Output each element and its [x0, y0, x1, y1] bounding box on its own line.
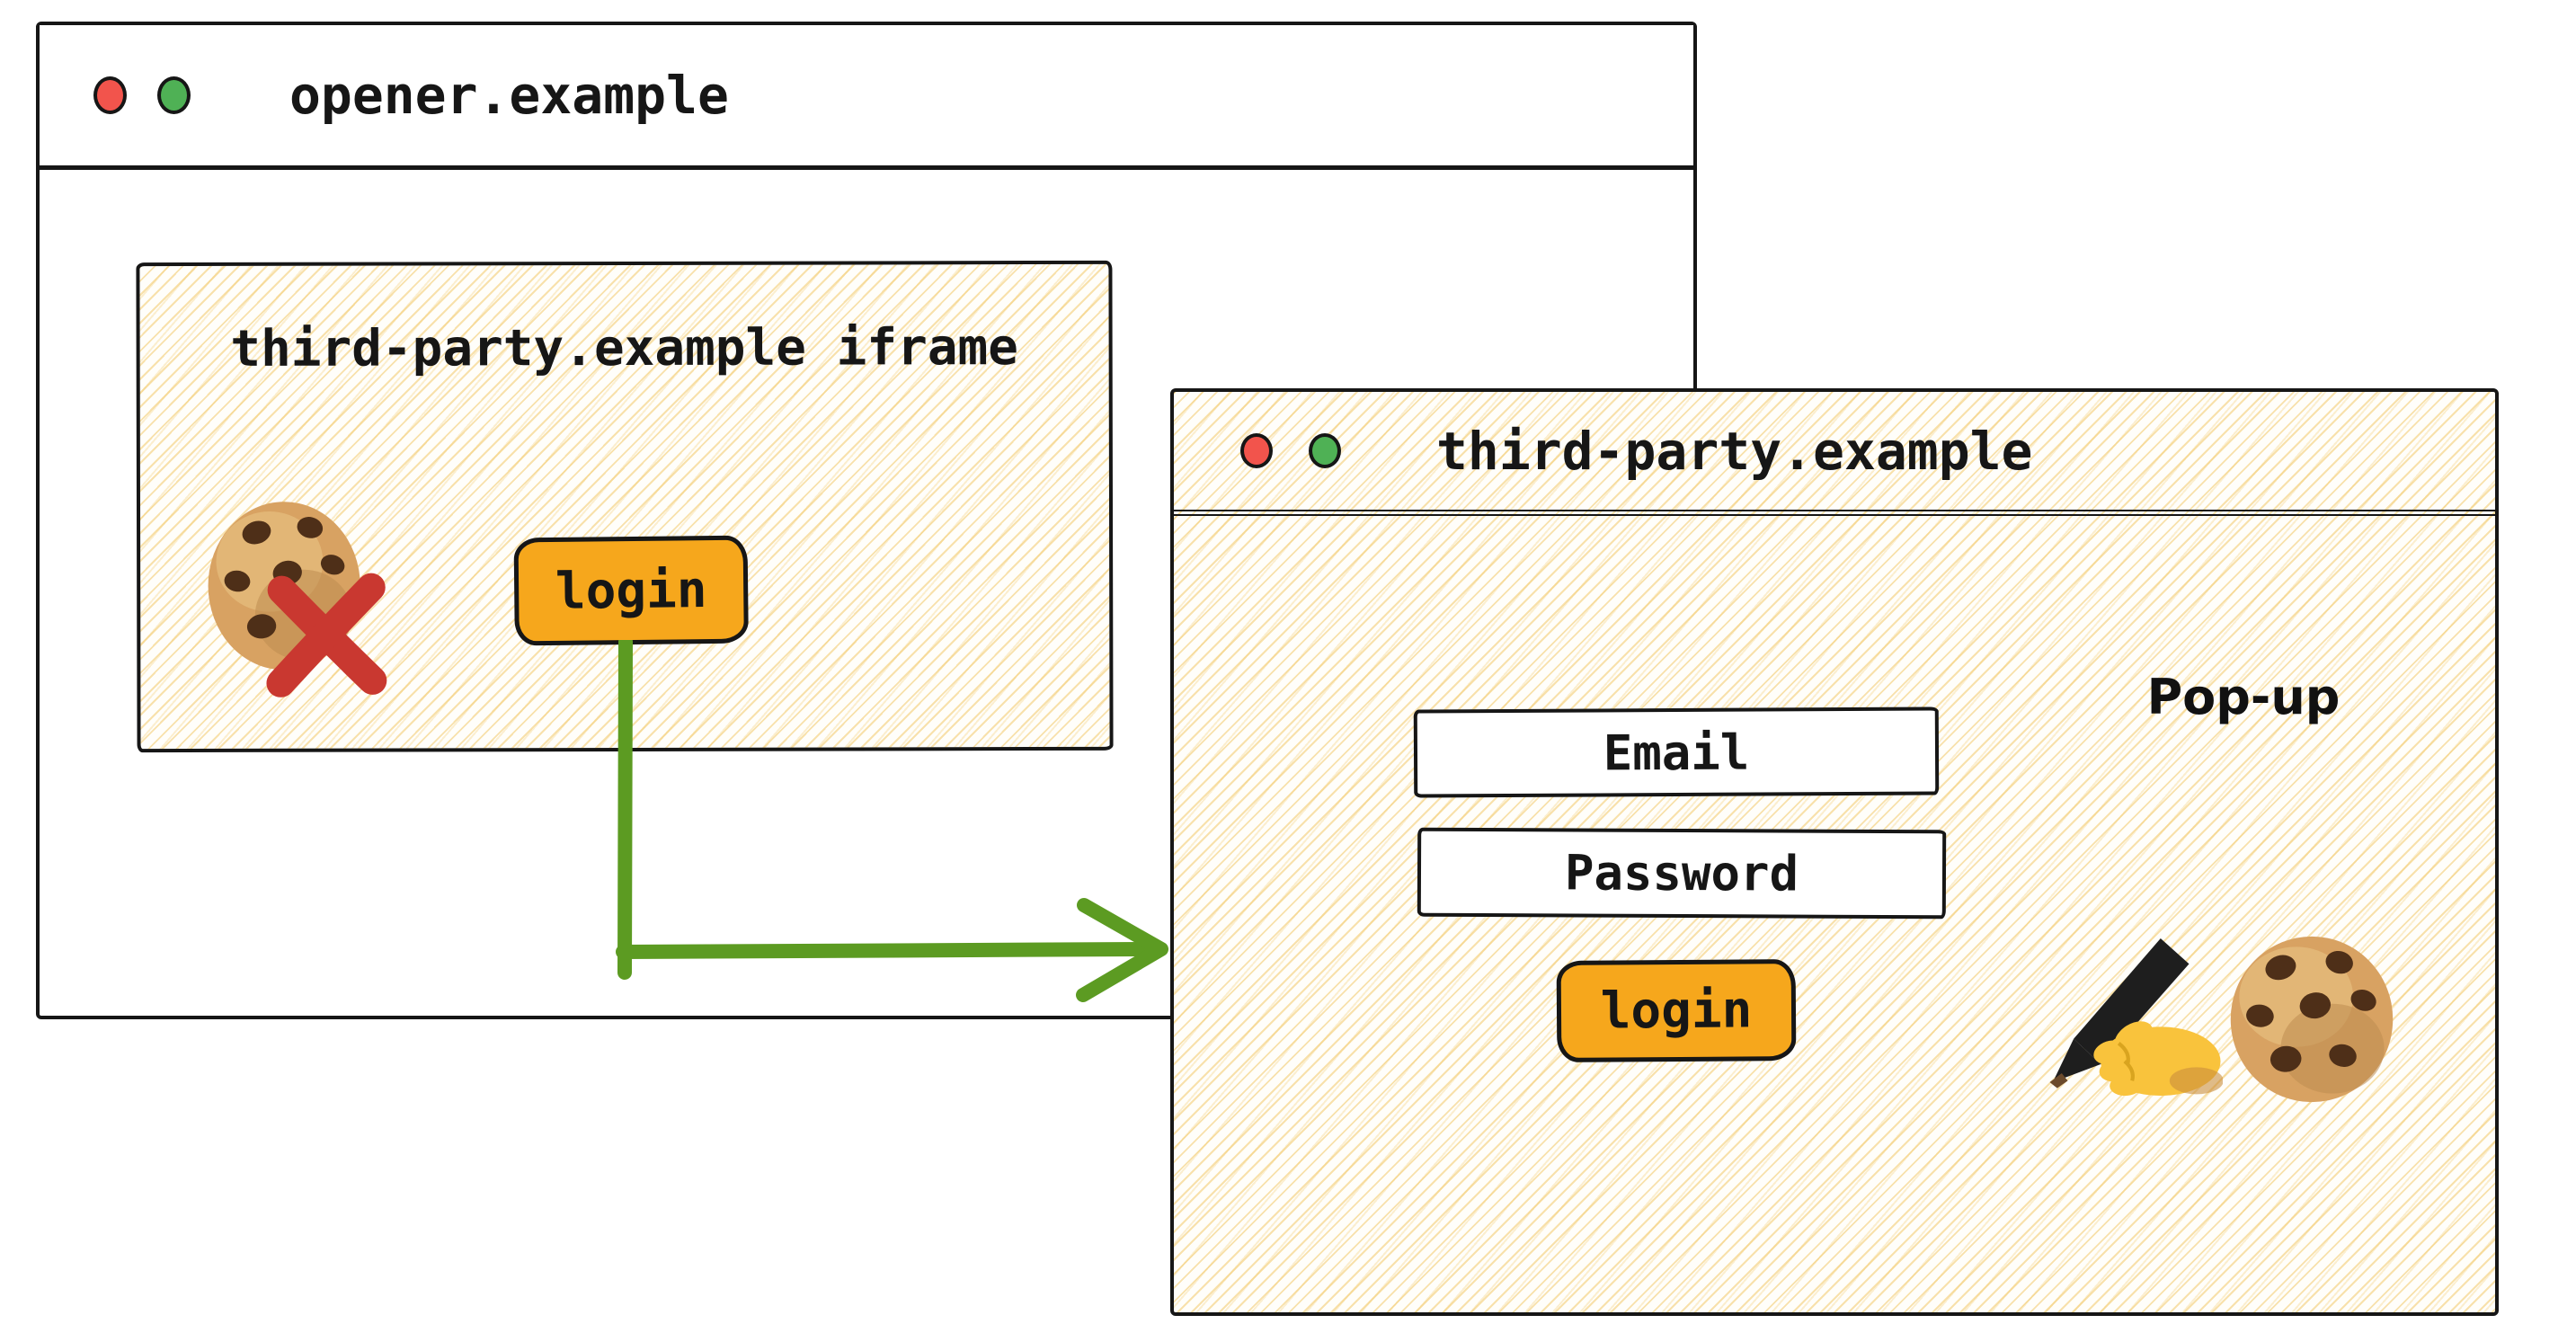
- popup-label: Pop-up: [2146, 669, 2341, 725]
- popup-titlebar: third-party.example: [1174, 392, 2495, 516]
- minimize-window-icon[interactable]: [1309, 433, 1341, 468]
- iframe-login-button[interactable]: login: [513, 535, 749, 646]
- popup-login-button[interactable]: login: [1556, 959, 1797, 1062]
- writing-hand-icon: [2039, 938, 2224, 1097]
- password-field[interactable]: Password: [1417, 827, 1947, 920]
- close-window-icon[interactable]: [1240, 433, 1273, 468]
- cookie-icon: [2225, 931, 2398, 1107]
- popup-window-title: third-party.example: [1436, 420, 2033, 482]
- close-window-icon[interactable]: [93, 76, 127, 114]
- login-to-popup-arrow: [616, 640, 1168, 1002]
- minimize-window-icon[interactable]: [157, 76, 191, 114]
- opener-window-title: opener.example: [289, 65, 729, 126]
- popup-browser-window: third-party.example Pop-up Email Passwor…: [1170, 388, 2499, 1316]
- red-cross-icon: [264, 570, 388, 698]
- popup-body: Pop-up Email Password login: [1174, 522, 2495, 1312]
- third-party-iframe: third-party.example iframe: [136, 260, 1114, 753]
- email-field[interactable]: Email: [1413, 706, 1940, 798]
- iframe-label: third-party.example iframe: [230, 318, 1018, 378]
- opener-titlebar: opener.example: [40, 25, 1693, 170]
